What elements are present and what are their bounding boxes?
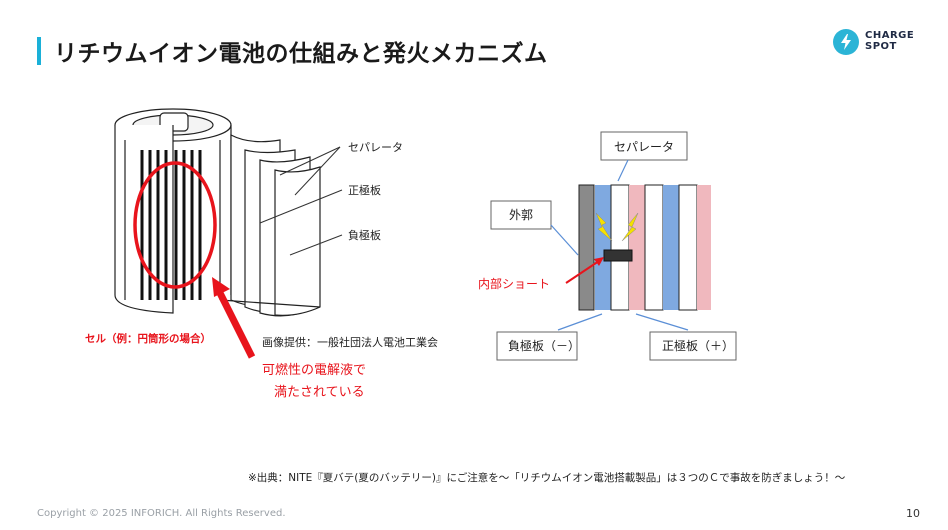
- label-separator-right: セパレータ: [614, 140, 674, 154]
- electrolyte-arrow: [212, 277, 256, 359]
- label-separator-left: セパレータ: [348, 141, 403, 154]
- label-negative-left: 負極板: [348, 228, 381, 242]
- label-casing: 外郭: [509, 208, 533, 222]
- cylindrical-cell-figure: セパレータ 正極板 負極板 セル（例：円筒形の場合） 画像提供：一般社団法人電池…: [85, 108, 438, 400]
- label-positive-left: 正極板: [348, 183, 381, 197]
- logo-line-1: CHARGE: [865, 30, 915, 41]
- logo-text: CHARGE SPOT: [865, 30, 914, 52]
- title-accent-bar: [37, 37, 41, 65]
- label-cell-example: セル（例：円筒形の場合）: [85, 332, 211, 345]
- chargespot-logo: CHARGE SPOT: [833, 27, 923, 57]
- label-electrolyte-line-1: 可燃性の電解液で: [262, 362, 366, 378]
- page-number: 10: [906, 507, 920, 520]
- label-electrolyte-line-2: 満たされている: [274, 385, 365, 400]
- lightning-icon: [833, 29, 859, 55]
- electrolyte-highlight-ellipse: [133, 161, 217, 289]
- logo-line-2: SPOT: [865, 41, 897, 52]
- label-positive-right: 正極板（＋）: [662, 338, 734, 353]
- spark-icon: [595, 212, 639, 242]
- short-pointer-arrow: [565, 258, 603, 284]
- short-circuit-block: [603, 249, 633, 262]
- label-negative-right: 負極板（－）: [508, 338, 580, 353]
- plates: [578, 184, 711, 311]
- copyright-text: Copyright © 2025 INFORICH. All Rights Re…: [37, 508, 286, 519]
- slide-title: リチウムイオン電池の仕組みと発火メカニズム: [54, 41, 548, 67]
- internal-short-figure: セパレータ 外郭 負極板（－） 正極板（＋） 内部ショート: [478, 131, 737, 361]
- label-internal-short: 内部ショート: [478, 276, 550, 291]
- source-note: ※出典：NITE『夏バテ(夏のバッテリー)』にご注意を～「リチウムイオン電池搭載…: [248, 472, 846, 484]
- label-image-credit: 画像提供：一般社団法人電池工業会: [262, 335, 438, 349]
